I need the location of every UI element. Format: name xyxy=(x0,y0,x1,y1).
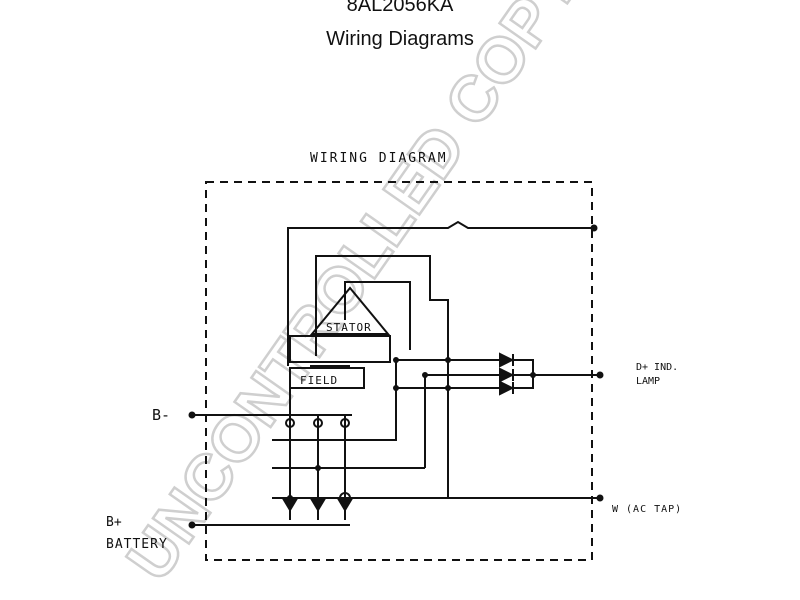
b-minus-label: B- xyxy=(152,406,170,424)
d-plus-loop-wire xyxy=(287,220,594,366)
stator-box xyxy=(289,335,391,363)
housing-outline xyxy=(205,181,593,561)
ind-lamp-label-2: LAMP xyxy=(636,376,660,387)
diagram-heading: WIRING DIAGRAM xyxy=(310,151,448,166)
field-label: FIELD xyxy=(300,374,338,387)
watermark-text: UNCONTROLLED COPY xyxy=(112,0,593,593)
stator-label: STATOR xyxy=(326,321,372,334)
battery-label: BATTERY xyxy=(106,537,168,552)
inner-loop-wire xyxy=(315,255,449,498)
page-subtitle: Wiring Diagrams xyxy=(326,28,474,50)
field-box xyxy=(289,367,365,389)
model-title: 8AL2056KA xyxy=(346,0,454,16)
diode-trio xyxy=(499,352,534,396)
b-plus-label: B+ xyxy=(106,515,122,530)
stator-triangle xyxy=(309,286,391,335)
ind-lamp-label-1: D+ IND. xyxy=(636,362,678,373)
ac-tap-label: W (AC TAP) xyxy=(612,504,682,515)
junction-dots xyxy=(188,224,604,529)
lamp-feed-wire-1 xyxy=(380,359,500,441)
small-loop-wire xyxy=(344,281,411,350)
